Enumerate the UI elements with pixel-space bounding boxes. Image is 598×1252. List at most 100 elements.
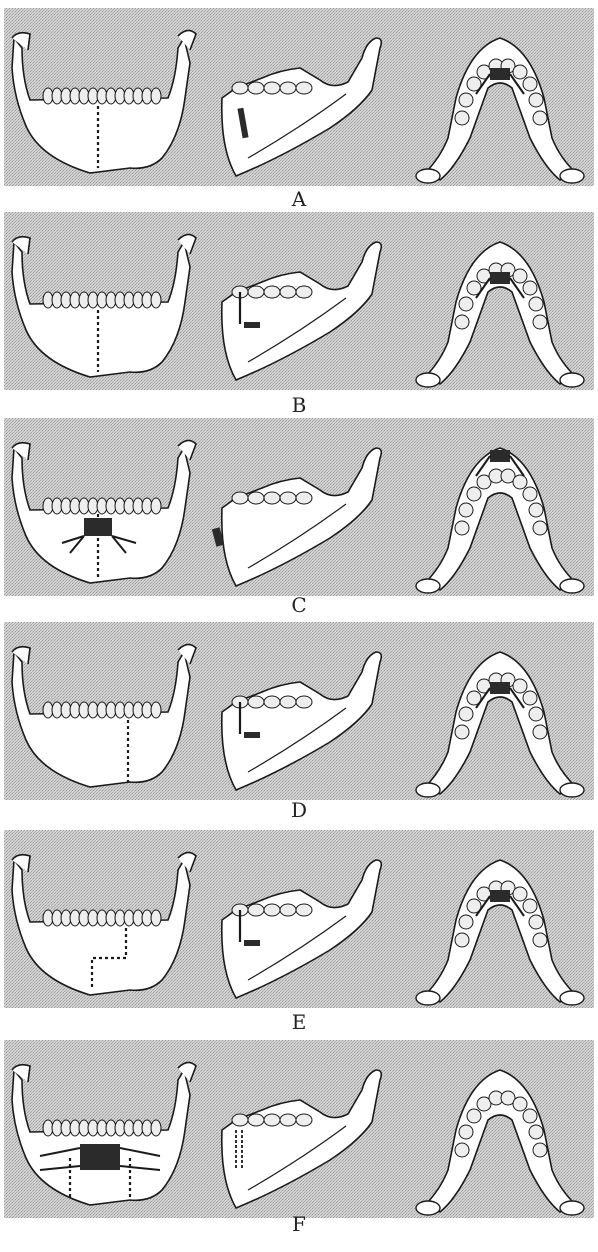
tooth bbox=[533, 933, 547, 947]
condyle-left bbox=[416, 579, 440, 593]
panel-b bbox=[4, 212, 594, 390]
panel-c bbox=[4, 418, 594, 596]
condyle-left bbox=[416, 991, 440, 1005]
tooth bbox=[529, 297, 543, 311]
tooth bbox=[296, 492, 312, 504]
bone-plate bbox=[244, 732, 260, 738]
tooth bbox=[248, 82, 264, 94]
tooth bbox=[455, 521, 469, 535]
tooth bbox=[467, 487, 481, 501]
tooth bbox=[248, 492, 264, 504]
bone-plate bbox=[244, 940, 260, 946]
tooth bbox=[459, 297, 473, 311]
tooth bbox=[232, 492, 248, 504]
tooth bbox=[523, 77, 537, 91]
condyle-right bbox=[560, 373, 584, 387]
tooth bbox=[523, 487, 537, 501]
tooth bbox=[248, 286, 264, 298]
panel-label-b: B bbox=[0, 393, 598, 417]
tooth bbox=[264, 492, 280, 504]
tooth bbox=[533, 725, 547, 739]
tooth bbox=[280, 1114, 296, 1126]
tooth bbox=[529, 915, 543, 929]
panel-f bbox=[4, 1040, 594, 1218]
tooth bbox=[513, 1097, 527, 1111]
tooth bbox=[455, 315, 469, 329]
tooth bbox=[232, 82, 248, 94]
tooth bbox=[280, 696, 296, 708]
tooth bbox=[513, 269, 527, 283]
condyle-right bbox=[560, 991, 584, 1005]
tooth bbox=[264, 696, 280, 708]
bone-plate bbox=[490, 450, 510, 462]
tooth bbox=[296, 1114, 312, 1126]
condyle-right bbox=[560, 783, 584, 797]
condyle-right bbox=[560, 169, 584, 183]
tooth bbox=[533, 111, 547, 125]
panel-label-a: A bbox=[0, 187, 598, 211]
tooth bbox=[513, 65, 527, 79]
tooth bbox=[455, 111, 469, 125]
tooth bbox=[296, 286, 312, 298]
panel-a bbox=[4, 8, 594, 186]
tooth bbox=[455, 933, 469, 947]
tooth bbox=[523, 899, 537, 913]
tooth bbox=[264, 286, 280, 298]
tooth bbox=[533, 315, 547, 329]
tooth bbox=[513, 475, 527, 489]
tooth bbox=[151, 702, 161, 718]
tooth bbox=[455, 725, 469, 739]
panel-e bbox=[4, 830, 594, 1008]
tooth bbox=[248, 904, 264, 916]
tooth bbox=[280, 492, 296, 504]
bone-plate bbox=[84, 518, 112, 536]
tooth bbox=[280, 82, 296, 94]
panel-d bbox=[4, 622, 594, 800]
tooth bbox=[296, 82, 312, 94]
tooth bbox=[459, 503, 473, 517]
bone-plate bbox=[490, 890, 510, 902]
tooth bbox=[459, 93, 473, 107]
panel-label-c: C bbox=[0, 593, 598, 617]
tooth bbox=[523, 1109, 537, 1123]
tooth bbox=[248, 1114, 264, 1126]
tooth bbox=[523, 691, 537, 705]
tooth bbox=[151, 910, 161, 926]
bone-plate bbox=[244, 322, 260, 328]
tooth bbox=[280, 904, 296, 916]
tooth bbox=[232, 1114, 248, 1126]
tooth bbox=[151, 292, 161, 308]
tooth bbox=[264, 82, 280, 94]
tooth bbox=[529, 503, 543, 517]
tooth bbox=[529, 707, 543, 721]
tooth bbox=[151, 498, 161, 514]
tooth bbox=[533, 521, 547, 535]
tooth bbox=[296, 904, 312, 916]
condyle-left bbox=[416, 373, 440, 387]
tooth bbox=[459, 707, 473, 721]
tooth bbox=[513, 679, 527, 693]
bone-plate bbox=[490, 272, 510, 284]
tooth bbox=[248, 696, 264, 708]
tooth bbox=[151, 1120, 161, 1136]
tooth bbox=[529, 1125, 543, 1139]
tooth bbox=[533, 1143, 547, 1157]
tooth bbox=[529, 93, 543, 107]
tooth bbox=[280, 286, 296, 298]
panel-label-d: D bbox=[0, 798, 598, 822]
condyle-left bbox=[416, 783, 440, 797]
tooth bbox=[455, 1143, 469, 1157]
panel-label-e: E bbox=[0, 1010, 598, 1034]
tooth bbox=[296, 696, 312, 708]
condyle-right bbox=[560, 579, 584, 593]
tooth bbox=[467, 1109, 481, 1123]
bone-plate bbox=[490, 682, 510, 694]
bone-plate bbox=[490, 68, 510, 80]
tooth bbox=[264, 904, 280, 916]
bone-plate bbox=[80, 1144, 120, 1170]
panel-label-f: F bbox=[0, 1212, 598, 1236]
tooth bbox=[151, 88, 161, 104]
tooth bbox=[459, 1125, 473, 1139]
tooth bbox=[523, 281, 537, 295]
